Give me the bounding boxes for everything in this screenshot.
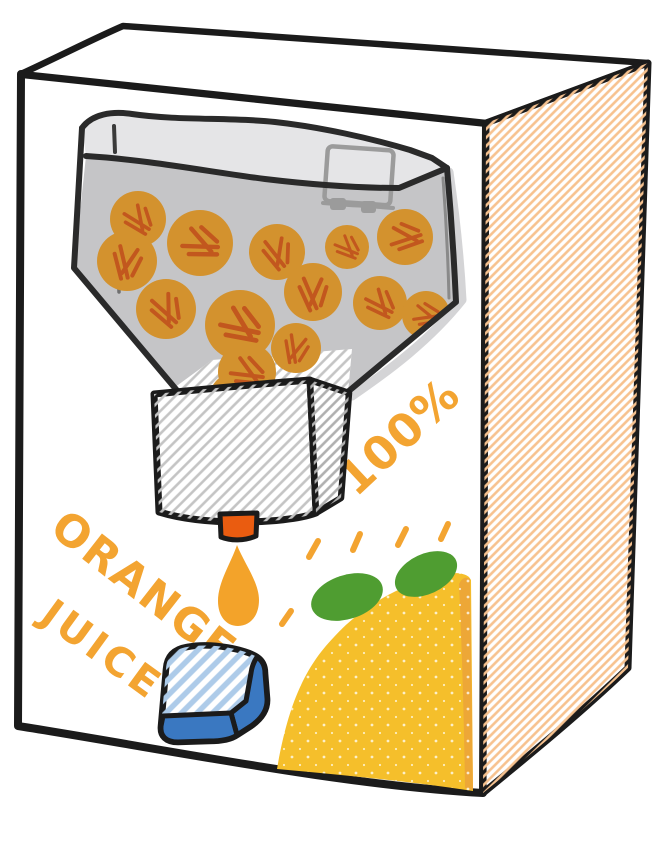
juice-droplet: [218, 545, 259, 626]
orange: [284, 263, 342, 321]
hopper-latch: [321, 144, 396, 213]
orange: [97, 231, 157, 291]
orange: [136, 279, 196, 339]
juicer-body: [150, 376, 353, 543]
sun-ray: [306, 538, 321, 560]
orange: [377, 209, 433, 265]
juicer-spout: [217, 510, 260, 543]
orange: [205, 290, 275, 360]
sun-rays: [279, 521, 451, 627]
orange: [325, 225, 369, 269]
carton-side-panel-hatching: [483, 63, 648, 793]
sun-ray: [438, 521, 451, 542]
orange: [353, 276, 407, 330]
orange: [249, 224, 305, 280]
hopper-inner-edge: [112, 124, 117, 154]
juice-pack-side: [228, 654, 270, 738]
juice-pack-graphic: [157, 642, 271, 746]
hopper-outline: [71, 109, 459, 398]
juice-pack-bottom: [158, 710, 240, 745]
hopper-rim: [82, 112, 447, 188]
sun-ray: [395, 526, 409, 548]
hopper-inner-edge: [441, 176, 451, 300]
carton-top-face: [17, 22, 652, 127]
orange: [167, 210, 233, 276]
orange: [271, 323, 321, 373]
leaf-icon: [311, 573, 383, 621]
sun-ray: [279, 608, 294, 627]
juicer-front-hatching: [154, 380, 316, 522]
sun-ray: [350, 531, 363, 553]
leaf-icon: [394, 551, 458, 597]
juicer-side-hatching: [310, 380, 349, 513]
hopper-shadow: [347, 167, 467, 401]
juicer-hopper: [71, 109, 467, 401]
orange-half-speckles: [277, 573, 473, 791]
